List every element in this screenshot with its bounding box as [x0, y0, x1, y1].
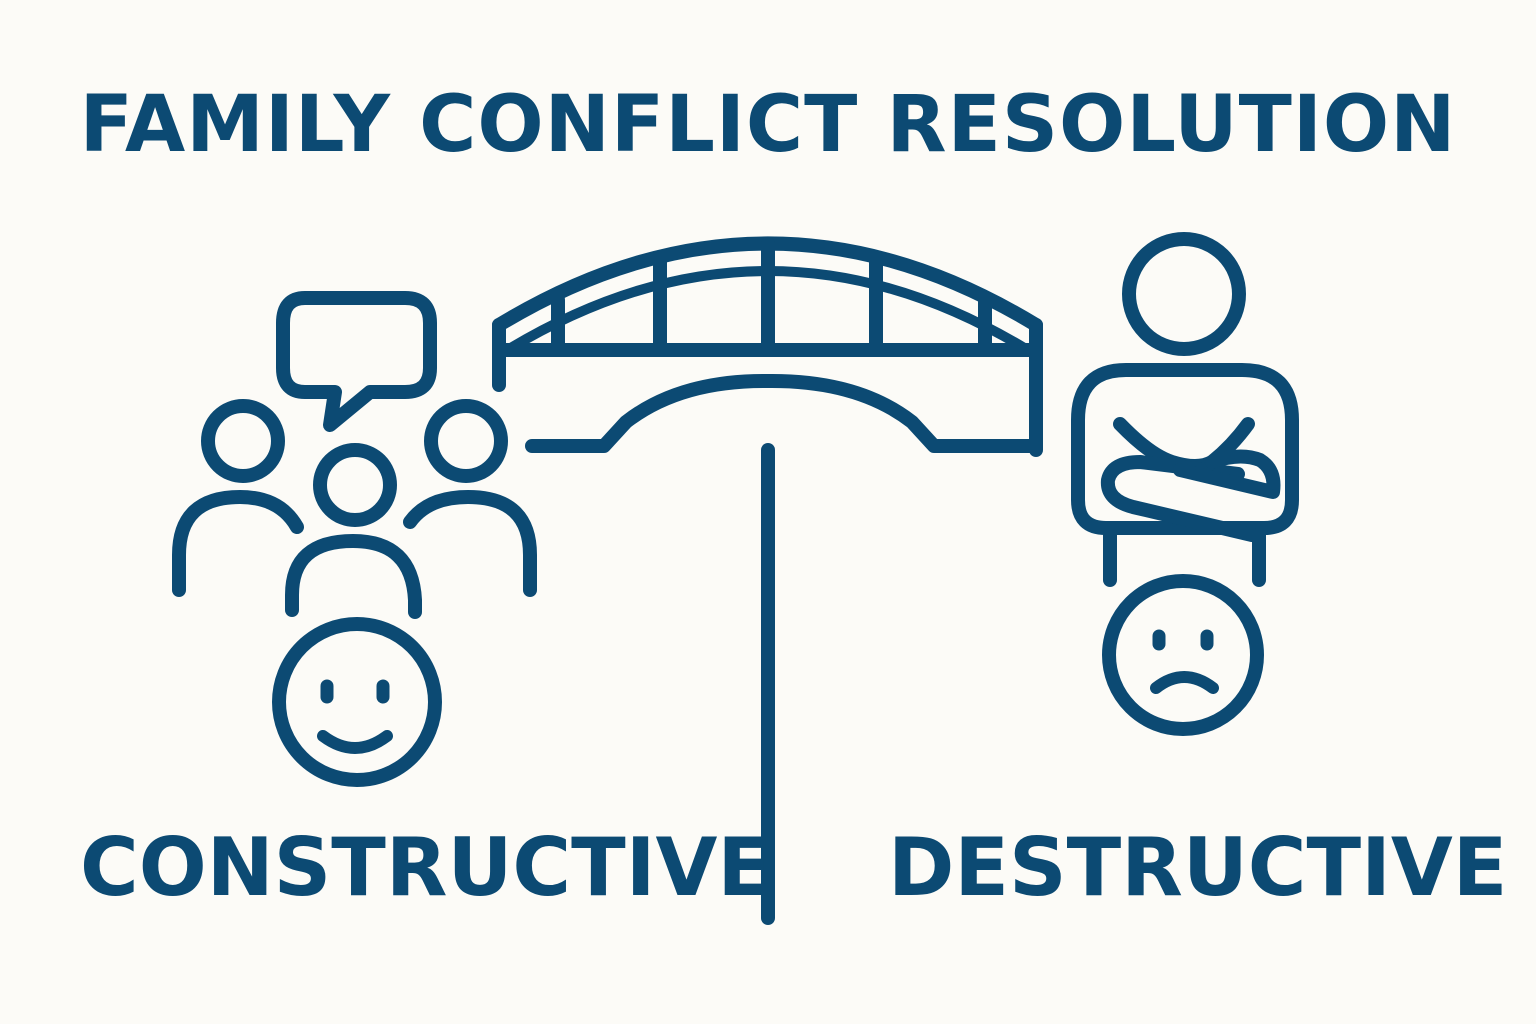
speech-bubble-icon: [276, 291, 437, 432]
left-person-body-icon: [172, 490, 304, 597]
crossed-arms-person-arm-lower: [1100, 455, 1259, 542]
family-group-icon: [172, 399, 537, 619]
right-person-head-icon: [424, 399, 508, 483]
bridge-underside: [525, 373, 1043, 453]
center-person-body-icon: [285, 534, 422, 619]
right-person-body-icon: [403, 490, 537, 597]
bridge-icon: [492, 236, 1043, 457]
constructive-label: CONSTRUCTIVE: [80, 821, 773, 914]
crossed-arms-person-arm-right: [1173, 449, 1281, 499]
happy-face-smile: [317, 730, 393, 754]
center-person-head-icon: [313, 443, 397, 527]
page-title: FAMILY CONFLICT RESOLUTION: [79, 80, 1457, 170]
destructive-label: DESTRUCTIVE: [888, 821, 1508, 914]
crossed-arms-person-icon: [1071, 232, 1299, 587]
sad-face-frown: [1150, 671, 1219, 694]
crossed-arms-person-torso: [1071, 363, 1299, 535]
happy-face-icon: [272, 617, 442, 787]
crossed-arms-person-head: [1122, 232, 1246, 356]
sad-face-icon: [1102, 574, 1264, 736]
left-person-head-icon: [201, 399, 285, 483]
